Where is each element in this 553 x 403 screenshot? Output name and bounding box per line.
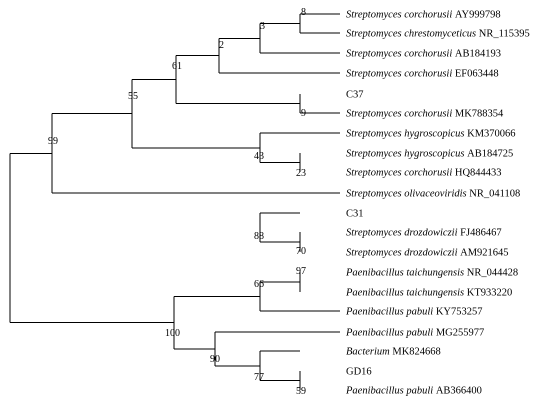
bootstrap-values: 8 3 2 61 9 55 23 43 99 70 88 97 66 59 77 90 100 bbox=[48, 7, 306, 397]
leaf-label: Streptomyces corchorusii AY999798 bbox=[346, 10, 501, 21]
leaf-accession: AB184725 bbox=[467, 149, 513, 160]
leaf-accession: C31 bbox=[346, 209, 364, 220]
bootstrap-value-n66: 66 bbox=[254, 279, 264, 290]
leaf-accession: MG255977 bbox=[436, 328, 484, 339]
leaf-accession: MK788354 bbox=[455, 109, 504, 120]
leaf-label: Paenibacillus pabuli MG255977 bbox=[345, 328, 484, 339]
leaf-label: Streptomyces olivaceoviridis NR_041108 bbox=[346, 189, 520, 200]
bootstrap-value-n88: 88 bbox=[254, 231, 264, 242]
leaf-species: Streptomyces chrestomyceticus bbox=[346, 29, 479, 40]
leaf-label: Streptomyces corchorusii AB184193 bbox=[346, 49, 501, 60]
leaf-labels: Streptomyces corchorusii AY999798Strepto… bbox=[345, 10, 530, 397]
leaf-species: Streptomyces corchorusii bbox=[346, 69, 455, 80]
leaf-accession: HQ844433 bbox=[455, 168, 502, 179]
leaf-species: Streptomyces corchorusii bbox=[346, 49, 455, 60]
bootstrap-value-n61: 61 bbox=[172, 61, 182, 72]
bootstrap-value-n100: 100 bbox=[165, 328, 180, 339]
leaf-label: Streptomyces chrestomyceticus NR_115395 bbox=[346, 29, 530, 40]
bootstrap-value-n90: 90 bbox=[210, 354, 220, 365]
leaf-species: Streptomyces drozdowiczii bbox=[346, 248, 460, 259]
bootstrap-value-n23: 23 bbox=[296, 168, 306, 179]
leaf-label: Paenibacillus pabuli KY753257 bbox=[345, 307, 483, 318]
leaf-species: Bacterium bbox=[346, 347, 392, 358]
leaf-species: Streptomyces corchorusii bbox=[346, 168, 455, 179]
leaf-species: Paenibacillus pabuli bbox=[345, 307, 436, 318]
bootstrap-value-n43: 43 bbox=[254, 151, 264, 162]
leaf-species: Streptomyces corchorusii bbox=[346, 10, 455, 21]
leaf-accession: NR_115395 bbox=[479, 29, 530, 40]
tree-branches bbox=[9, 13, 340, 390]
leaf-accession: AB184193 bbox=[455, 49, 501, 60]
leaf-label: Streptomyces corchorusii MK788354 bbox=[346, 109, 504, 120]
leaf-label: C37 bbox=[346, 90, 364, 101]
leaf-accession: GD16 bbox=[346, 367, 372, 378]
leaf-species: Paenibacillus pabuli bbox=[345, 328, 436, 339]
leaf-accession: AB366400 bbox=[436, 386, 482, 397]
leaf-label: Streptomyces corchorusii EF063448 bbox=[346, 69, 499, 80]
leaf-label: Streptomyces hygroscopicus AB184725 bbox=[346, 149, 513, 160]
leaf-accession: AM921645 bbox=[460, 248, 508, 259]
leaf-species: Streptomyces hygroscopicus bbox=[346, 149, 467, 160]
bootstrap-value-n3: 3 bbox=[260, 21, 265, 32]
bootstrap-value-n8: 8 bbox=[301, 7, 306, 18]
leaf-species: Paenibacillus taichungensis bbox=[345, 268, 467, 279]
bootstrap-value-n97: 97 bbox=[296, 266, 306, 277]
bootstrap-value-n2: 2 bbox=[219, 40, 224, 51]
leaf-species: Paenibacillus taichungensis bbox=[345, 288, 467, 299]
leaf-accession: NR_041108 bbox=[469, 189, 520, 200]
leaf-label: Streptomyces corchorusii HQ844433 bbox=[346, 168, 502, 179]
leaf-label: Streptomyces hygroscopicus KM370066 bbox=[346, 129, 516, 140]
leaf-species: Paenibacillus pabuli bbox=[345, 386, 436, 397]
leaf-species: Streptomyces drozdowiczii bbox=[346, 228, 460, 239]
leaf-accession: KM370066 bbox=[467, 129, 515, 140]
bootstrap-value-n9: 9 bbox=[301, 108, 306, 119]
leaf-label: GD16 bbox=[346, 367, 372, 378]
leaf-accession: C37 bbox=[346, 90, 364, 101]
leaf-label: Bacterium MK824668 bbox=[346, 347, 441, 358]
bootstrap-value-n55: 55 bbox=[128, 91, 138, 102]
bootstrap-value-n59: 59 bbox=[296, 386, 306, 397]
leaf-label: C31 bbox=[346, 209, 364, 220]
leaf-accession: KT933220 bbox=[467, 288, 513, 299]
leaf-label: Paenibacillus taichungensis NR_044428 bbox=[345, 268, 518, 279]
leaf-species: Streptomyces hygroscopicus bbox=[346, 129, 467, 140]
leaf-label: Streptomyces drozdowiczii AM921645 bbox=[346, 248, 509, 259]
leaf-label: Streptomyces drozdowiczii FJ486467 bbox=[346, 228, 502, 239]
leaf-species: Streptomyces corchorusii bbox=[346, 109, 455, 120]
leaf-species: Streptomyces olivaceoviridis bbox=[346, 189, 469, 200]
leaf-accession: AY999798 bbox=[455, 10, 501, 21]
leaf-accession: EF063448 bbox=[455, 69, 499, 80]
leaf-accession: KY753257 bbox=[436, 307, 483, 318]
leaf-accession: FJ486467 bbox=[460, 228, 501, 239]
leaf-accession: NR_044428 bbox=[467, 268, 518, 279]
leaf-label: Paenibacillus pabuli AB366400 bbox=[345, 386, 482, 397]
leaf-label: Paenibacillus taichungensis KT933220 bbox=[345, 288, 512, 299]
leaf-accession: MK824668 bbox=[392, 347, 440, 358]
bootstrap-value-n70: 70 bbox=[296, 246, 306, 257]
bootstrap-value-n77: 77 bbox=[254, 372, 264, 383]
bootstrap-value-n99: 99 bbox=[48, 136, 58, 147]
